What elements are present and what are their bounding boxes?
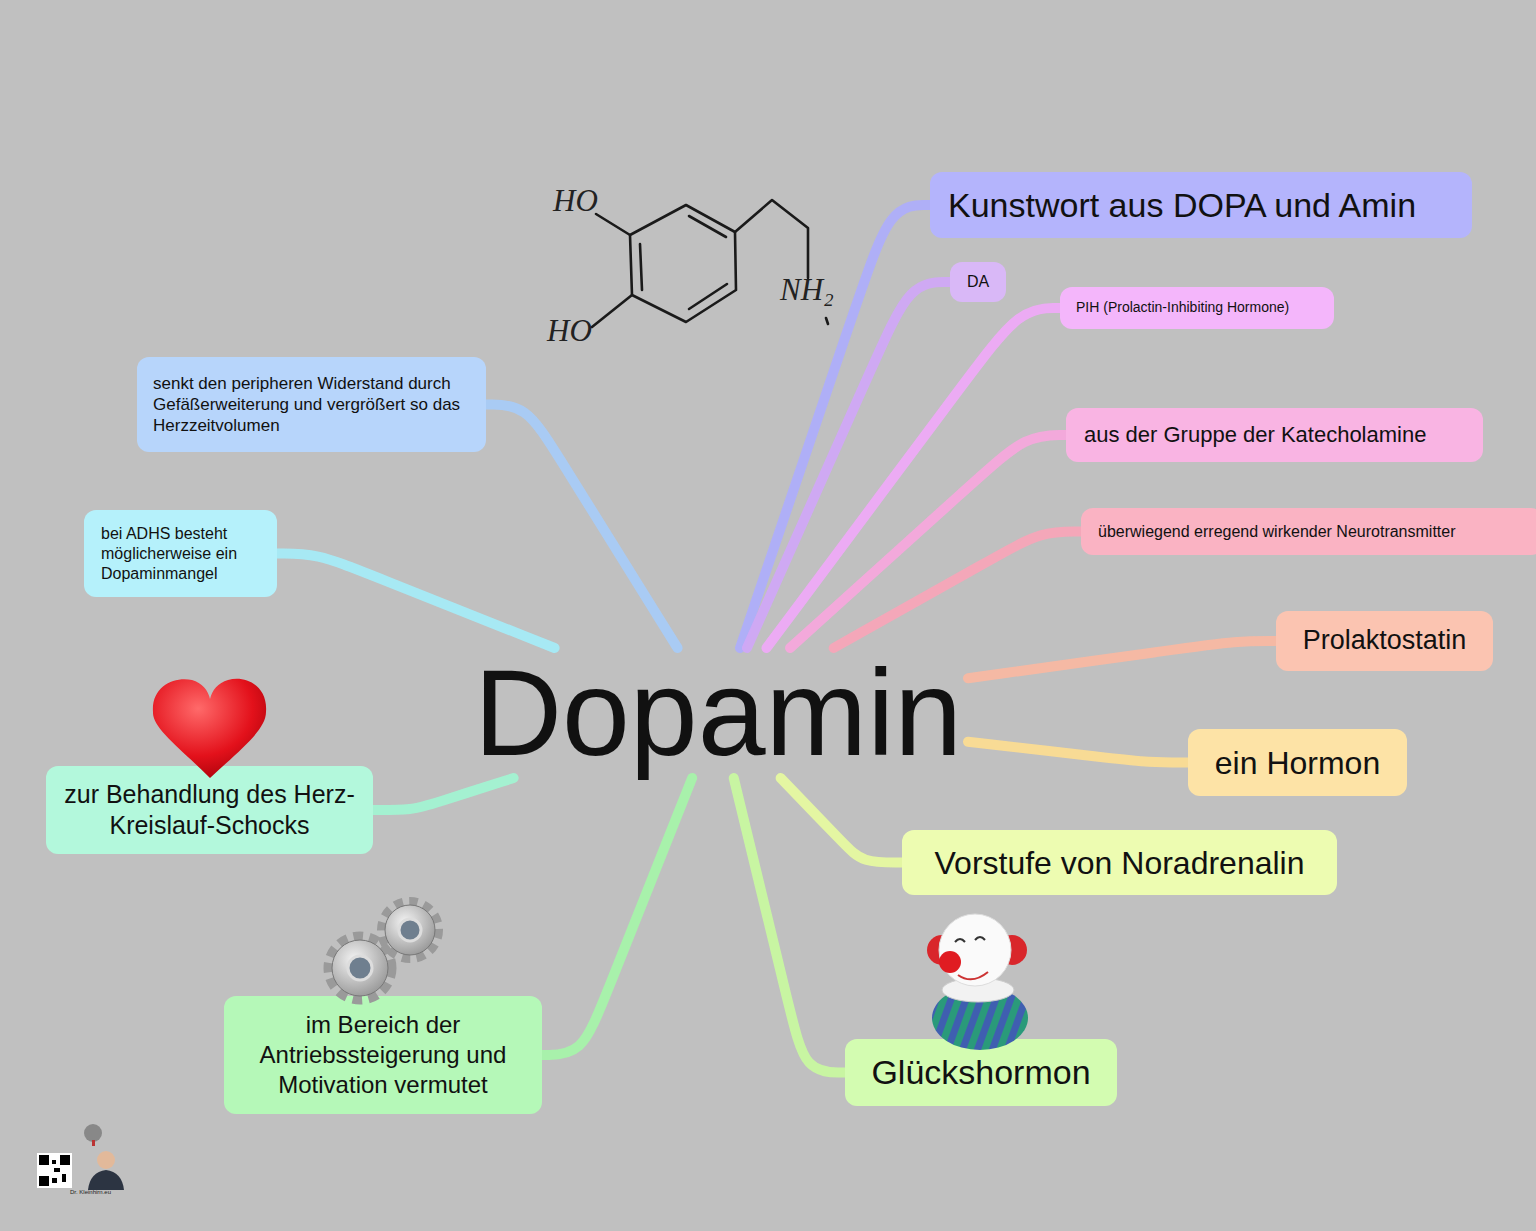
gears-icon	[330, 903, 437, 998]
branch-line	[542, 778, 692, 1055]
branch-line	[781, 778, 902, 863]
watermark: Dr. Kleinhirn.eu	[70, 1189, 111, 1195]
topic-box: überwiegend erregend wirkender Neurotran…	[1081, 508, 1536, 555]
branch-line	[968, 742, 1188, 763]
atom-label: NH₂	[780, 272, 834, 308]
branch-line	[766, 308, 1060, 648]
topic-text: aus der Gruppe der Katecholamine	[1084, 421, 1426, 449]
central-title: Dopamin	[474, 652, 962, 774]
topic-box: Prolaktostatin	[1276, 611, 1493, 671]
topic-text: Vorstufe von Noradrenalin	[935, 843, 1305, 883]
topic-text: im Bereich der Antriebssteigerung und Mo…	[240, 1010, 526, 1100]
topic-box: PIH (Prolactin-Inhibiting Hormone)	[1060, 287, 1334, 329]
author-logo	[37, 1124, 124, 1190]
topic-box: im Bereich der Antriebssteigerung und Mo…	[224, 996, 542, 1114]
topic-text: PIH (Prolactin-Inhibiting Hormone)	[1076, 299, 1289, 317]
branch-line	[734, 778, 845, 1073]
branch-line	[277, 554, 555, 649]
branch-line	[968, 641, 1276, 678]
topic-box: aus der Gruppe der Katecholamine	[1066, 408, 1483, 462]
topic-box: zur Behandlung des Herz-Kreislauf-Schock…	[46, 766, 373, 854]
branch-line	[486, 405, 678, 649]
topic-box: bei ADHS besteht möglicherweise ein Dopa…	[84, 510, 277, 597]
topic-text: DA	[967, 272, 989, 292]
topic-box: Kunstwort aus DOPA und Amin	[930, 172, 1472, 238]
topic-text: Glückshormon	[871, 1051, 1090, 1094]
dopamine-structure	[592, 200, 828, 327]
branch-line	[373, 778, 514, 810]
topic-text: überwiegend erregend wirkender Neurotran…	[1098, 522, 1456, 542]
topic-box: senkt den peripheren Widerstand durch Ge…	[137, 357, 486, 452]
central-topic: Dopamin	[468, 648, 968, 778]
topic-text: ein Hormon	[1215, 743, 1380, 783]
topic-text: Prolaktostatin	[1303, 624, 1467, 658]
atom-label: HO	[553, 183, 598, 219]
topic-text: Kunstwort aus DOPA und Amin	[948, 184, 1416, 227]
branch-line	[740, 205, 930, 648]
topic-box: DA	[950, 262, 1006, 302]
atom-label: HO	[547, 313, 592, 349]
topic-text: senkt den peripheren Widerstand durch Ge…	[153, 373, 470, 437]
topic-text: zur Behandlung des Herz-Kreislauf-Schock…	[58, 779, 361, 842]
topic-box: Glückshormon	[845, 1039, 1117, 1106]
branch-line	[834, 532, 1081, 649]
topic-text: bei ADHS besteht möglicherweise ein Dopa…	[101, 524, 260, 584]
topic-box: Vorstufe von Noradrenalin	[902, 830, 1337, 895]
topic-box: ein Hormon	[1188, 729, 1407, 796]
clown-icon	[927, 914, 1028, 1050]
heart-icon	[153, 679, 266, 778]
